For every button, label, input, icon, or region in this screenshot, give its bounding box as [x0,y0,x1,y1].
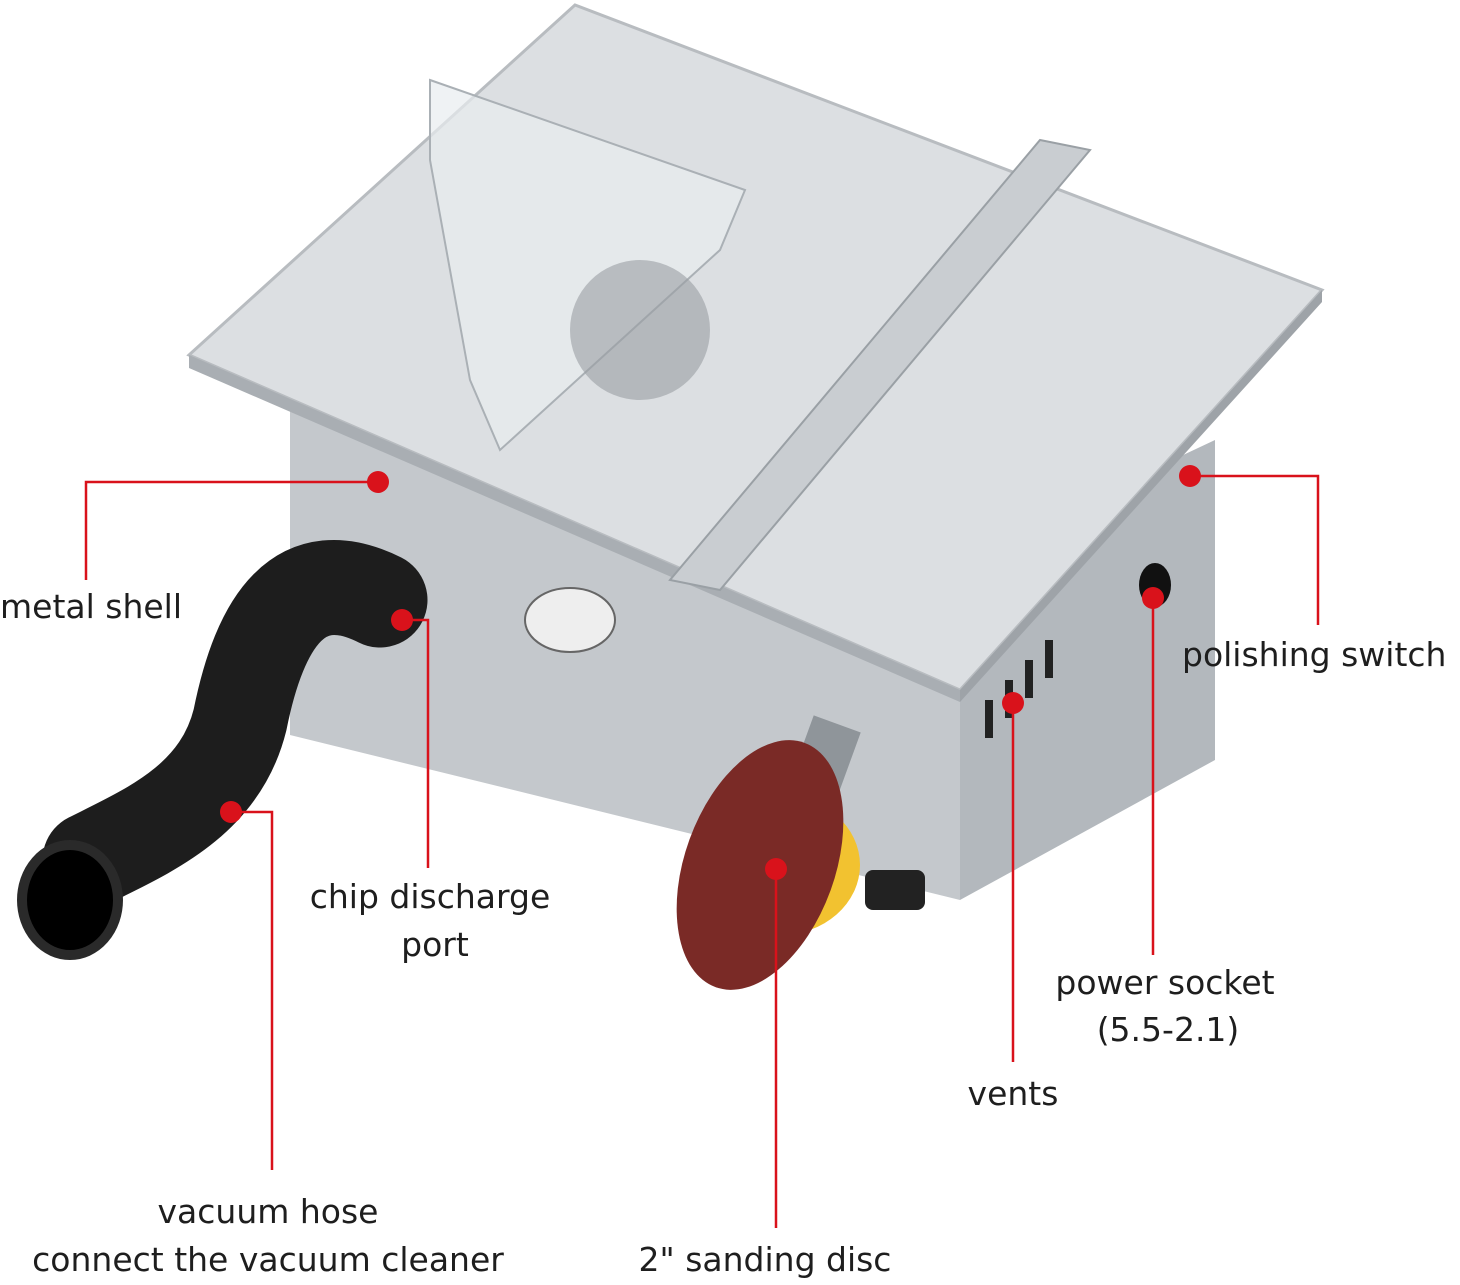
callout-dot [220,801,242,823]
label-vents: vents [967,1074,1059,1113]
callout-dots [220,465,1201,880]
callout-polishing-switch [1190,474,1320,625]
vacuum-hose [42,540,428,908]
saw-blade [570,260,710,400]
vent-slot [985,700,993,738]
hose-opening [17,840,123,960]
foot [865,870,925,910]
table-edge-right [960,290,1322,702]
label-vacuum-hose: vacuum hose [157,1192,379,1231]
certificate-badge [524,587,616,653]
label-metal-shell: metal shell [0,587,183,626]
callout-dot [765,858,787,880]
label-chip-discharge: chip discharge [309,877,551,916]
callout-metal-shell [84,480,378,580]
sanding-disc [676,740,844,990]
label-power-socket: power socket [1055,963,1275,1002]
label-chip-port: port [401,925,469,964]
callout-dot [1179,465,1201,487]
callout-dot [391,609,413,631]
table-edge [189,355,960,702]
label-vacuum-connect: connect the vacuum cleaner [32,1240,504,1279]
callout-dot [1002,692,1024,714]
rip-fence [668,138,1092,592]
callout-dot [367,471,389,493]
label-power-socket-spec: (5.5-2.1) [1096,1010,1240,1049]
blade-guard [429,78,747,452]
callout-vacuum-hose [231,810,274,1170]
vent-slot [1025,660,1033,698]
vent-slot [1045,640,1053,678]
label-polishing-switch: polishing switch [1182,635,1447,674]
callout-lines [84,474,1320,1228]
label-sanding-disc: 2" sanding disc [638,1240,892,1279]
callout-dot [1142,587,1164,609]
